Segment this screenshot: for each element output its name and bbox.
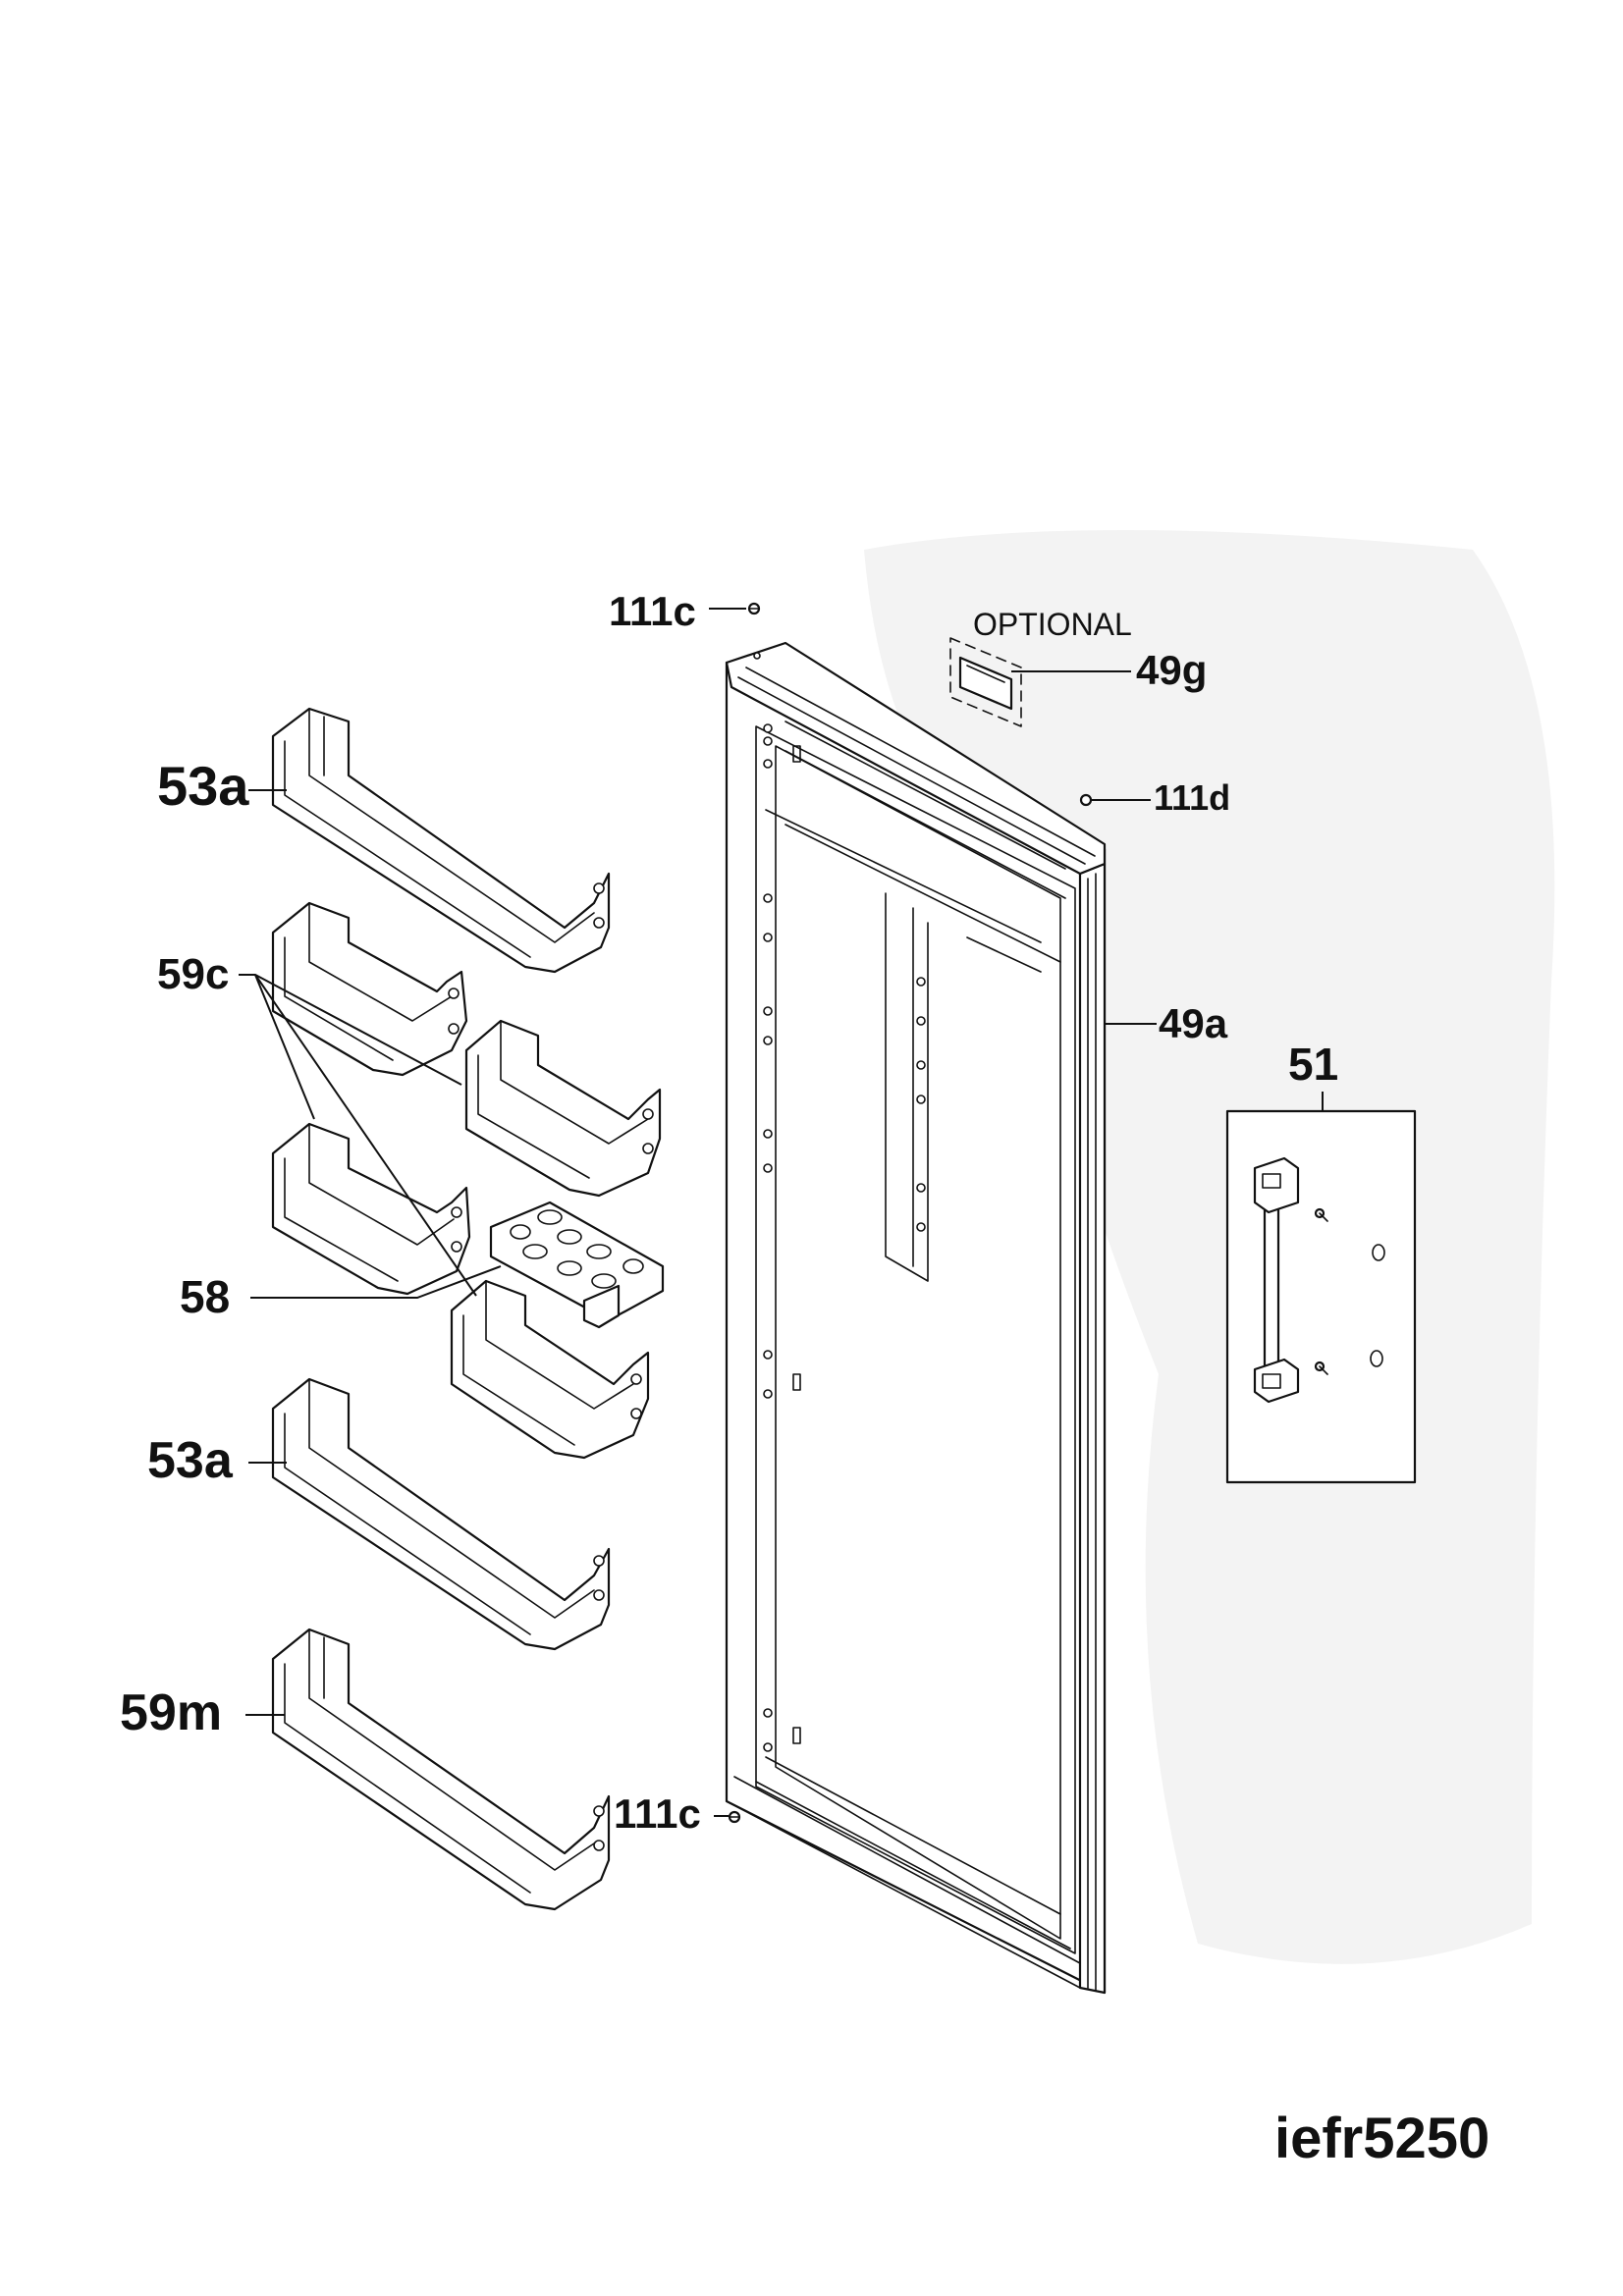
label-59c: 59c bbox=[157, 950, 229, 998]
label-111c-bottom: 111c bbox=[614, 1790, 701, 1837]
label-53a-bottom: 53a bbox=[147, 1432, 234, 1489]
door-bin-59c-lower-left bbox=[271, 1122, 471, 1296]
door-shelf-53a-top bbox=[271, 707, 611, 974]
door-bin-59c-bottom-right bbox=[450, 1279, 650, 1460]
door-bin-59c-upper-left bbox=[271, 901, 468, 1077]
door-panel-49a bbox=[725, 641, 1107, 1995]
label-51: 51 bbox=[1288, 1039, 1338, 1090]
label-49g: 49g bbox=[1136, 647, 1207, 693]
screw-111c-top bbox=[747, 602, 761, 615]
optional-badge-49g bbox=[949, 637, 1022, 727]
callout-labels: 111c OPTIONAL 49g 111d 49a 51 53a 59c 58… bbox=[120, 588, 1489, 2170]
egg-tray-58 bbox=[489, 1201, 665, 1329]
label-49a: 49a bbox=[1159, 1000, 1228, 1046]
door-shelf-53a-bottom bbox=[271, 1377, 611, 1651]
screw-111d bbox=[1079, 793, 1093, 807]
door-shelf-59m bbox=[271, 1628, 611, 1911]
handle-kit-51 bbox=[1225, 1092, 1417, 1484]
label-111c-top: 111c bbox=[609, 588, 696, 634]
leader-lines bbox=[239, 608, 1157, 1817]
label-111d: 111d bbox=[1154, 777, 1230, 818]
label-58: 58 bbox=[180, 1271, 230, 1322]
screw-111c-bottom bbox=[728, 1810, 741, 1824]
label-59m: 59m bbox=[120, 1684, 222, 1741]
label-53a-top: 53a bbox=[157, 755, 249, 817]
model-code: iefr5250 bbox=[1274, 2107, 1489, 2170]
door-bin-59c-middle-right bbox=[464, 1019, 662, 1198]
door-mounting-holes bbox=[753, 652, 926, 1752]
label-optional: OPTIONAL bbox=[973, 607, 1132, 642]
